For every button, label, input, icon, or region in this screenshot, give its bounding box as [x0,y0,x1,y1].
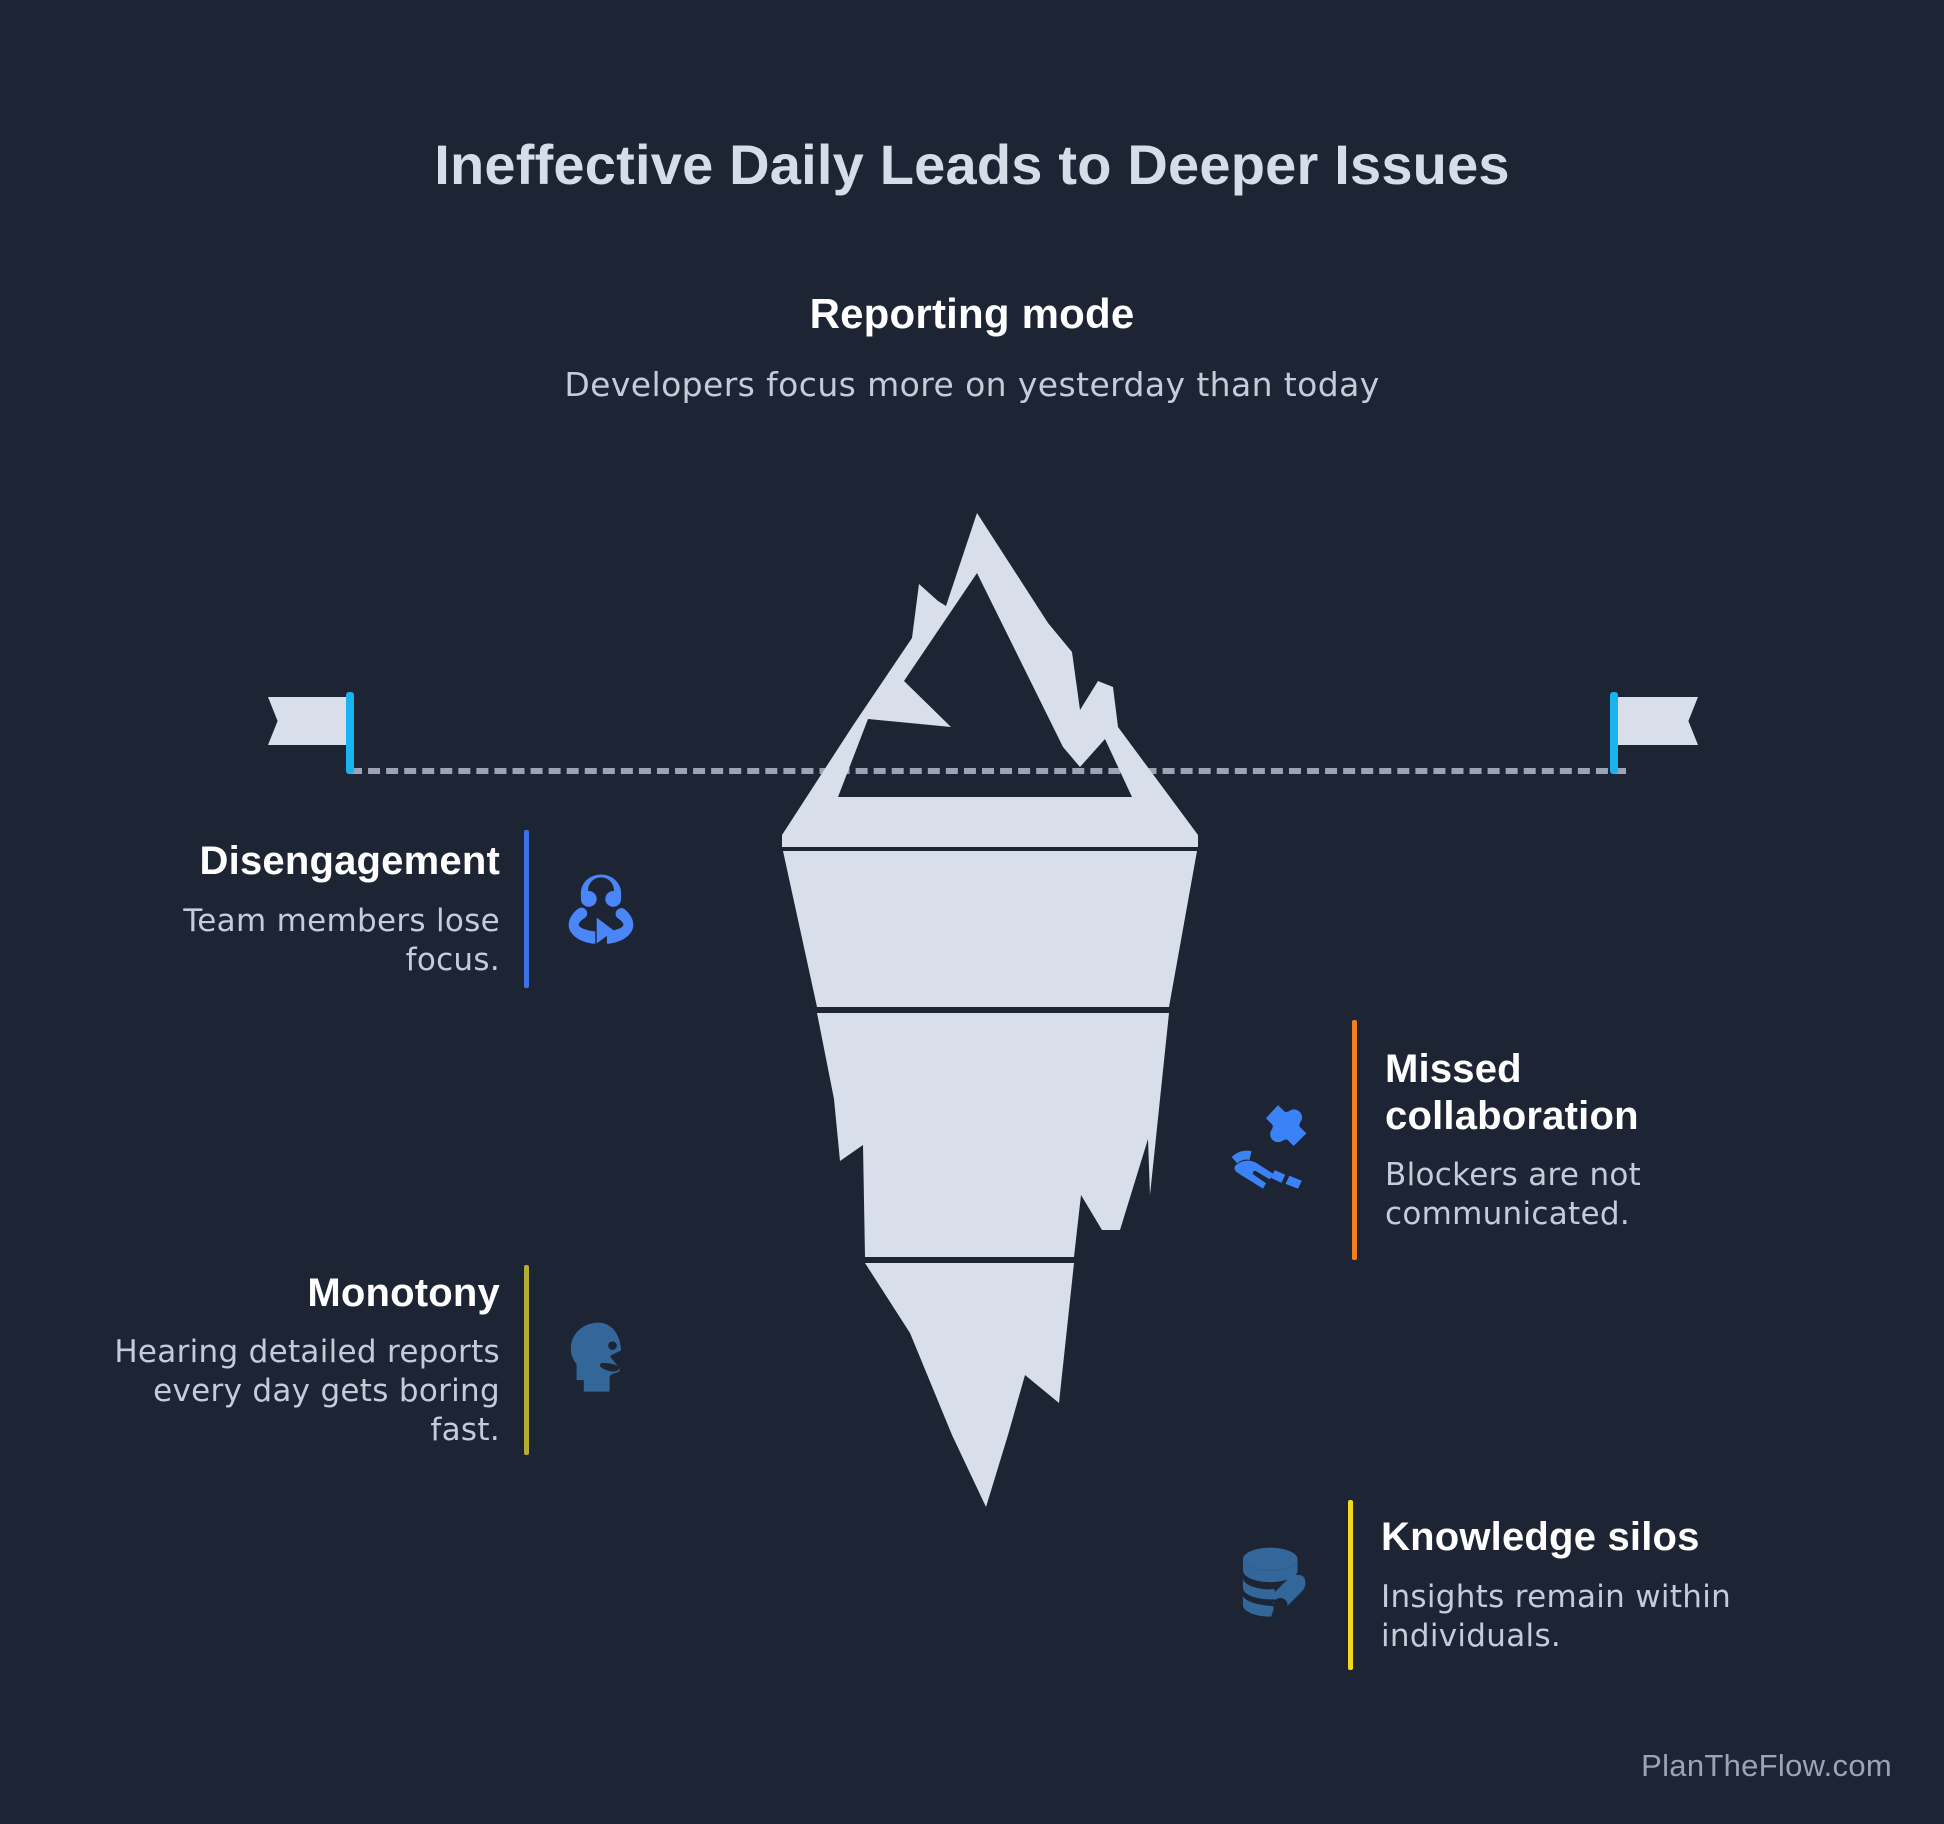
head-profile-icon [555,1314,647,1406]
flag-pole [1610,692,1618,774]
panel-text: Missed collaboration Blockers are not co… [1385,1046,1725,1234]
panel-disengagement: Disengagement Team members lose focus. [160,830,647,988]
panel-text: Monotony Hearing detailed reports every … [110,1270,500,1450]
database-key-icon [1230,1539,1322,1631]
flag-marker-left-icon [268,692,358,774]
panel-title-missed-collaboration: Missed collaboration [1385,1046,1639,1138]
panel-text: Disengagement Team members lose focus. [160,838,500,979]
panel-desc-disengagement: Team members lose focus. [183,902,500,978]
waterline-divider [350,768,1626,774]
panel-title-knowledge-silos: Knowledge silos [1381,1515,1700,1560]
puzzle-hand-icon [1222,1088,1326,1192]
panel-missed-collaboration: Missed collaboration Blockers are not co… [1222,1020,1725,1260]
watermark: PlanTheFlow.com [1641,1748,1892,1783]
accent-bar-disengagement [524,830,529,988]
flag-cloth [268,697,348,745]
reporting-mode-heading: Reporting mode [809,290,1135,337]
panel-text: Knowledge silos Insights remain within i… [1381,1514,1781,1655]
accent-bar-missed-collaboration [1352,1020,1357,1260]
flag-pole [346,692,354,774]
panel-desc-monotony: Hearing detailed reports every day gets … [114,1334,500,1449]
panel-title-monotony: Monotony [307,1270,500,1315]
reporting-mode-subtitle: Developers focus more on yesterday than … [564,365,1380,404]
panel-desc-knowledge-silos: Insights remain within individuals. [1381,1578,1732,1654]
panel-monotony: Monotony Hearing detailed reports every … [110,1265,647,1455]
reporting-mode-block: Reporting mode Developers focus more on … [472,290,1472,406]
panel-title-disengagement: Disengagement [199,839,500,884]
accent-bar-knowledge-silos [1348,1500,1353,1670]
panel-knowledge-silos: Knowledge silos Insights remain within i… [1230,1500,1781,1670]
page-title: Ineffective Daily Leads to Deeper Issues [434,133,1510,196]
flag-marker-right-icon [1610,692,1700,774]
recycle-rotate-icon [555,863,647,955]
panel-desc-missed-collaboration: Blockers are not communicated. [1385,1157,1642,1233]
iceberg-graphic [782,513,1198,1507]
accent-bar-monotony [524,1265,529,1455]
mountain-peak-icon [782,513,1198,847]
flag-cloth [1618,697,1698,745]
iceberg-body-shape [783,851,1197,1507]
